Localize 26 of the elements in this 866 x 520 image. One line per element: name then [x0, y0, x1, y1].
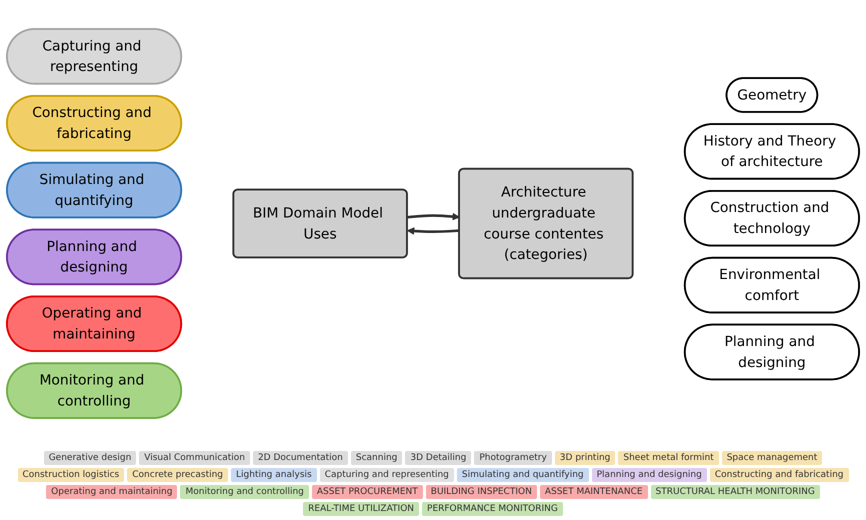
bim-use-tile: Constructing and fabricating [710, 468, 848, 482]
bim-use-tile: 2D Documentation [252, 451, 348, 465]
bim-use-tile: ASSET PROCUREMENT [312, 485, 423, 499]
bim-use-tile: Scanning [350, 451, 402, 465]
bim-use-tile: PERFORMANCE MONITORING [422, 502, 563, 516]
arrow [407, 212, 460, 220]
arrow [407, 227, 460, 235]
bim-use-tile: Visual Communication [139, 451, 250, 465]
bim-use-tile: Construction logistics [18, 468, 124, 482]
bim-use-tile: Generative design [44, 451, 136, 465]
bim-use-tile: 3D printing [554, 451, 616, 465]
bim-use-tile: REAL-TIME UTILIZATION [303, 502, 420, 516]
bim-use-tile: Concrete precasting [127, 468, 228, 482]
bim-use-tile: BUILDING INSPECTION [426, 485, 537, 499]
bim-use-tile: Operating and maintaining [46, 485, 178, 499]
bim-use-tile: Planning and designing [592, 468, 707, 482]
bim-use-tile: STRUCTURAL HEALTH MONITORING [650, 485, 820, 499]
bim-use-tile: Photogrametry [474, 451, 552, 465]
bim-use-tile: Simulating and quantifying [456, 468, 589, 482]
bim-use-tile: Capturing and representing [320, 468, 454, 482]
bim-use-tile: 3D Detailing [405, 451, 472, 465]
bim-use-tile: ASSET MAINTENANCE [540, 485, 648, 499]
bim-use-tile: Space management [722, 451, 822, 465]
bim-use-tile: Lighting analysis [231, 468, 317, 482]
bim-use-tile: Monitoring and controlling [180, 485, 309, 499]
bim-use-tile: Sheet metal formint [618, 451, 719, 465]
